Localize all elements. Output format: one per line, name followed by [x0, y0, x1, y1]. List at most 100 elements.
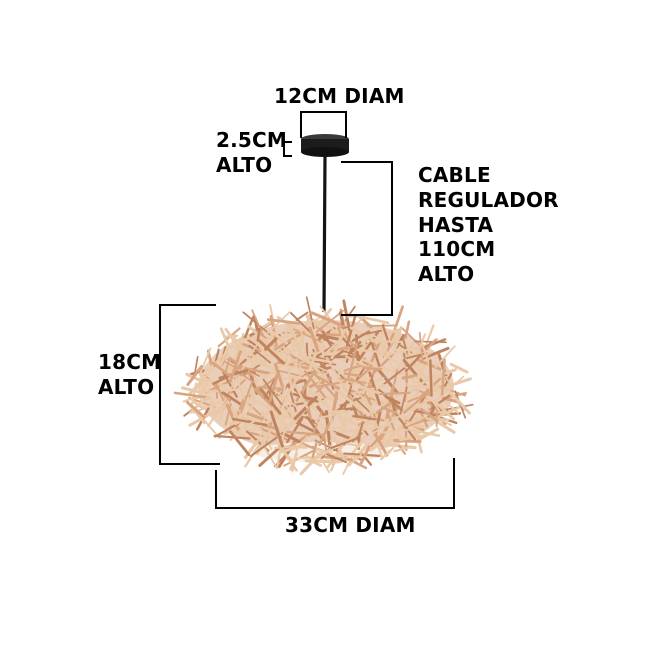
rattan-twig	[200, 415, 221, 440]
rattan-twig	[312, 360, 337, 366]
rattan-twig	[393, 445, 414, 453]
rattan-twig	[249, 436, 278, 458]
rattan-twig	[275, 402, 293, 436]
rattan-twig	[308, 391, 328, 407]
rattan-twig	[326, 453, 348, 464]
rattan-twig	[198, 347, 212, 376]
rattan-twig	[242, 403, 255, 421]
rattan-twig	[224, 403, 232, 426]
rattan-twig	[400, 326, 424, 350]
rattan-twig	[315, 375, 340, 390]
rattan-twig	[405, 416, 424, 427]
rattan-twig	[409, 398, 430, 413]
rattan-twig	[243, 409, 270, 430]
rattan-twig	[343, 452, 381, 458]
cable-length-label: CABLE REGULADOR HASTA 110CM ALTO	[418, 163, 559, 287]
rattan-twig	[380, 406, 398, 415]
rattan-twig	[385, 408, 395, 431]
rattan-twig	[281, 344, 304, 377]
rattan-twig	[377, 351, 409, 369]
rattan-twig	[238, 371, 255, 384]
rattan-twig	[436, 375, 465, 401]
rattan-twig	[197, 382, 209, 397]
rattan-twig	[173, 391, 208, 399]
shade-diameter-bracket	[215, 458, 455, 509]
rattan-twig	[370, 432, 384, 448]
rattan-twig	[301, 355, 334, 364]
rattan-twig	[425, 338, 437, 351]
rattan-twig	[337, 411, 346, 433]
rattan-twig	[403, 390, 431, 414]
rattan-twig	[213, 434, 251, 440]
rattan-twig	[265, 311, 291, 335]
rattan-twig	[416, 427, 440, 442]
rattan-twig	[304, 459, 341, 464]
canopy-diameter-label: 12CM DIAM	[274, 84, 405, 108]
rattan-twig	[228, 430, 251, 457]
rattan-twig	[449, 362, 469, 374]
rattan-twig	[407, 396, 419, 403]
cable-length-bracket	[341, 161, 393, 316]
rattan-twig	[444, 386, 471, 415]
canopy-diameter-bracket	[300, 111, 347, 138]
rattan-twig	[307, 351, 330, 357]
rattan-twig	[359, 445, 371, 465]
rattan-twig	[278, 384, 287, 409]
rattan-twig	[286, 417, 304, 444]
rattan-twig	[335, 388, 362, 412]
rattan-twig	[315, 446, 336, 460]
rattan-twig	[404, 320, 411, 339]
rattan-twig	[320, 339, 341, 358]
rattan-twig	[325, 333, 342, 337]
rattan-twig	[372, 414, 402, 434]
rattan-twig	[355, 314, 390, 325]
rattan-twig	[393, 438, 422, 444]
rattan-twig	[284, 352, 293, 387]
rattan-twig	[416, 333, 426, 355]
rattan-twig	[293, 395, 318, 421]
rattan-twig	[372, 429, 389, 457]
canopy-height-bracket	[283, 141, 292, 157]
rattan-twig	[444, 401, 460, 414]
rattan-twig	[276, 429, 301, 444]
rattan-twig	[276, 432, 285, 469]
rattan-twig	[366, 402, 378, 428]
rattan-twig	[299, 327, 309, 364]
rattan-twig	[359, 385, 383, 395]
rattan-twig	[338, 311, 345, 326]
rattan-twig	[352, 415, 377, 421]
rattan-twig	[291, 339, 304, 358]
rattan-twig	[264, 370, 277, 378]
rattan-twig	[355, 442, 370, 463]
rattan-twig	[379, 391, 411, 395]
rattan-twig	[305, 342, 309, 357]
rattan-twig	[419, 407, 439, 423]
rattan-twig	[280, 417, 298, 433]
rattan-twig	[357, 392, 377, 415]
rattan-twig	[310, 311, 346, 328]
rattan-twig	[251, 309, 265, 338]
rattan-twig	[314, 420, 337, 435]
rattan-twig	[380, 428, 397, 450]
rattan-twig	[325, 356, 339, 377]
rattan-twig	[228, 350, 242, 384]
rattan-twig	[324, 398, 334, 424]
rattan-twig	[364, 376, 372, 388]
rattan-twig	[186, 365, 203, 387]
rattan-twig	[376, 428, 411, 434]
rattan-twig	[370, 339, 404, 344]
rattan-twig	[399, 386, 408, 417]
rattan-twig	[282, 450, 295, 464]
rattan-twig	[284, 321, 292, 336]
rattan-twig	[271, 331, 289, 345]
canopy-height-label: 2.5CM ALTO	[216, 128, 288, 177]
rattan-twig	[219, 327, 230, 348]
rattan-twig	[266, 318, 301, 325]
rattan-twig	[255, 371, 268, 380]
rattan-twig	[248, 344, 272, 364]
rattan-twig	[311, 440, 318, 459]
rattan-twig	[273, 363, 284, 388]
rattan-twig	[369, 350, 397, 378]
